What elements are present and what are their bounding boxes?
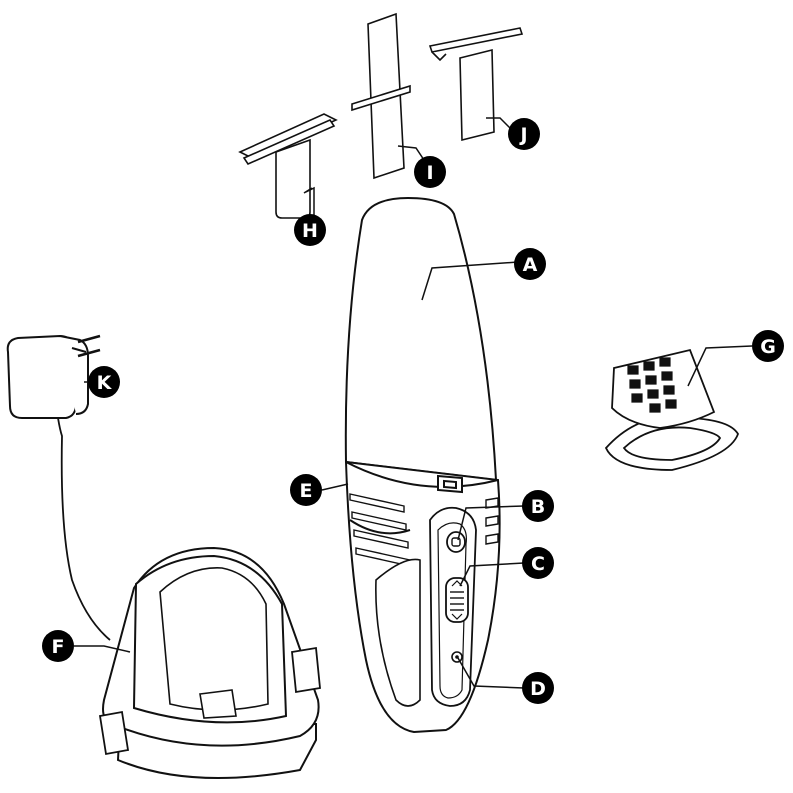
callout-h: H: [294, 214, 326, 246]
callout-j-label: J: [518, 124, 527, 146]
callout-k: K: [88, 366, 120, 398]
callout-c-label: C: [531, 553, 545, 575]
callout-c: C: [522, 547, 554, 579]
vacuum-body-illustration: [346, 198, 500, 732]
filter-g-illustration: [606, 350, 738, 470]
callout-a-label: A: [523, 254, 538, 276]
callout-d: D: [522, 672, 554, 704]
callout-g-label: G: [760, 336, 776, 358]
callout-h-label: H: [302, 220, 318, 242]
callout-e-label: E: [300, 480, 313, 502]
accessory-i-illustration: [352, 14, 410, 178]
callout-a: A: [514, 248, 546, 280]
callout-b-label: B: [531, 496, 545, 518]
accessory-j-illustration: [430, 28, 522, 140]
callout-k-label: K: [97, 372, 113, 394]
callout-g: G: [752, 330, 784, 362]
callout-e: E: [290, 474, 322, 506]
callout-i-label: I: [426, 162, 433, 184]
callout-d-label: D: [530, 678, 546, 700]
callout-i: I: [414, 156, 446, 188]
charging-base-f-illustration: [100, 548, 320, 778]
callout-f: F: [42, 630, 74, 662]
callout-b: B: [522, 490, 554, 522]
callout-f-label: F: [52, 636, 65, 658]
callout-j: J: [508, 118, 540, 150]
adapter-k-illustration: [8, 336, 110, 640]
accessory-h-illustration: [240, 114, 336, 218]
